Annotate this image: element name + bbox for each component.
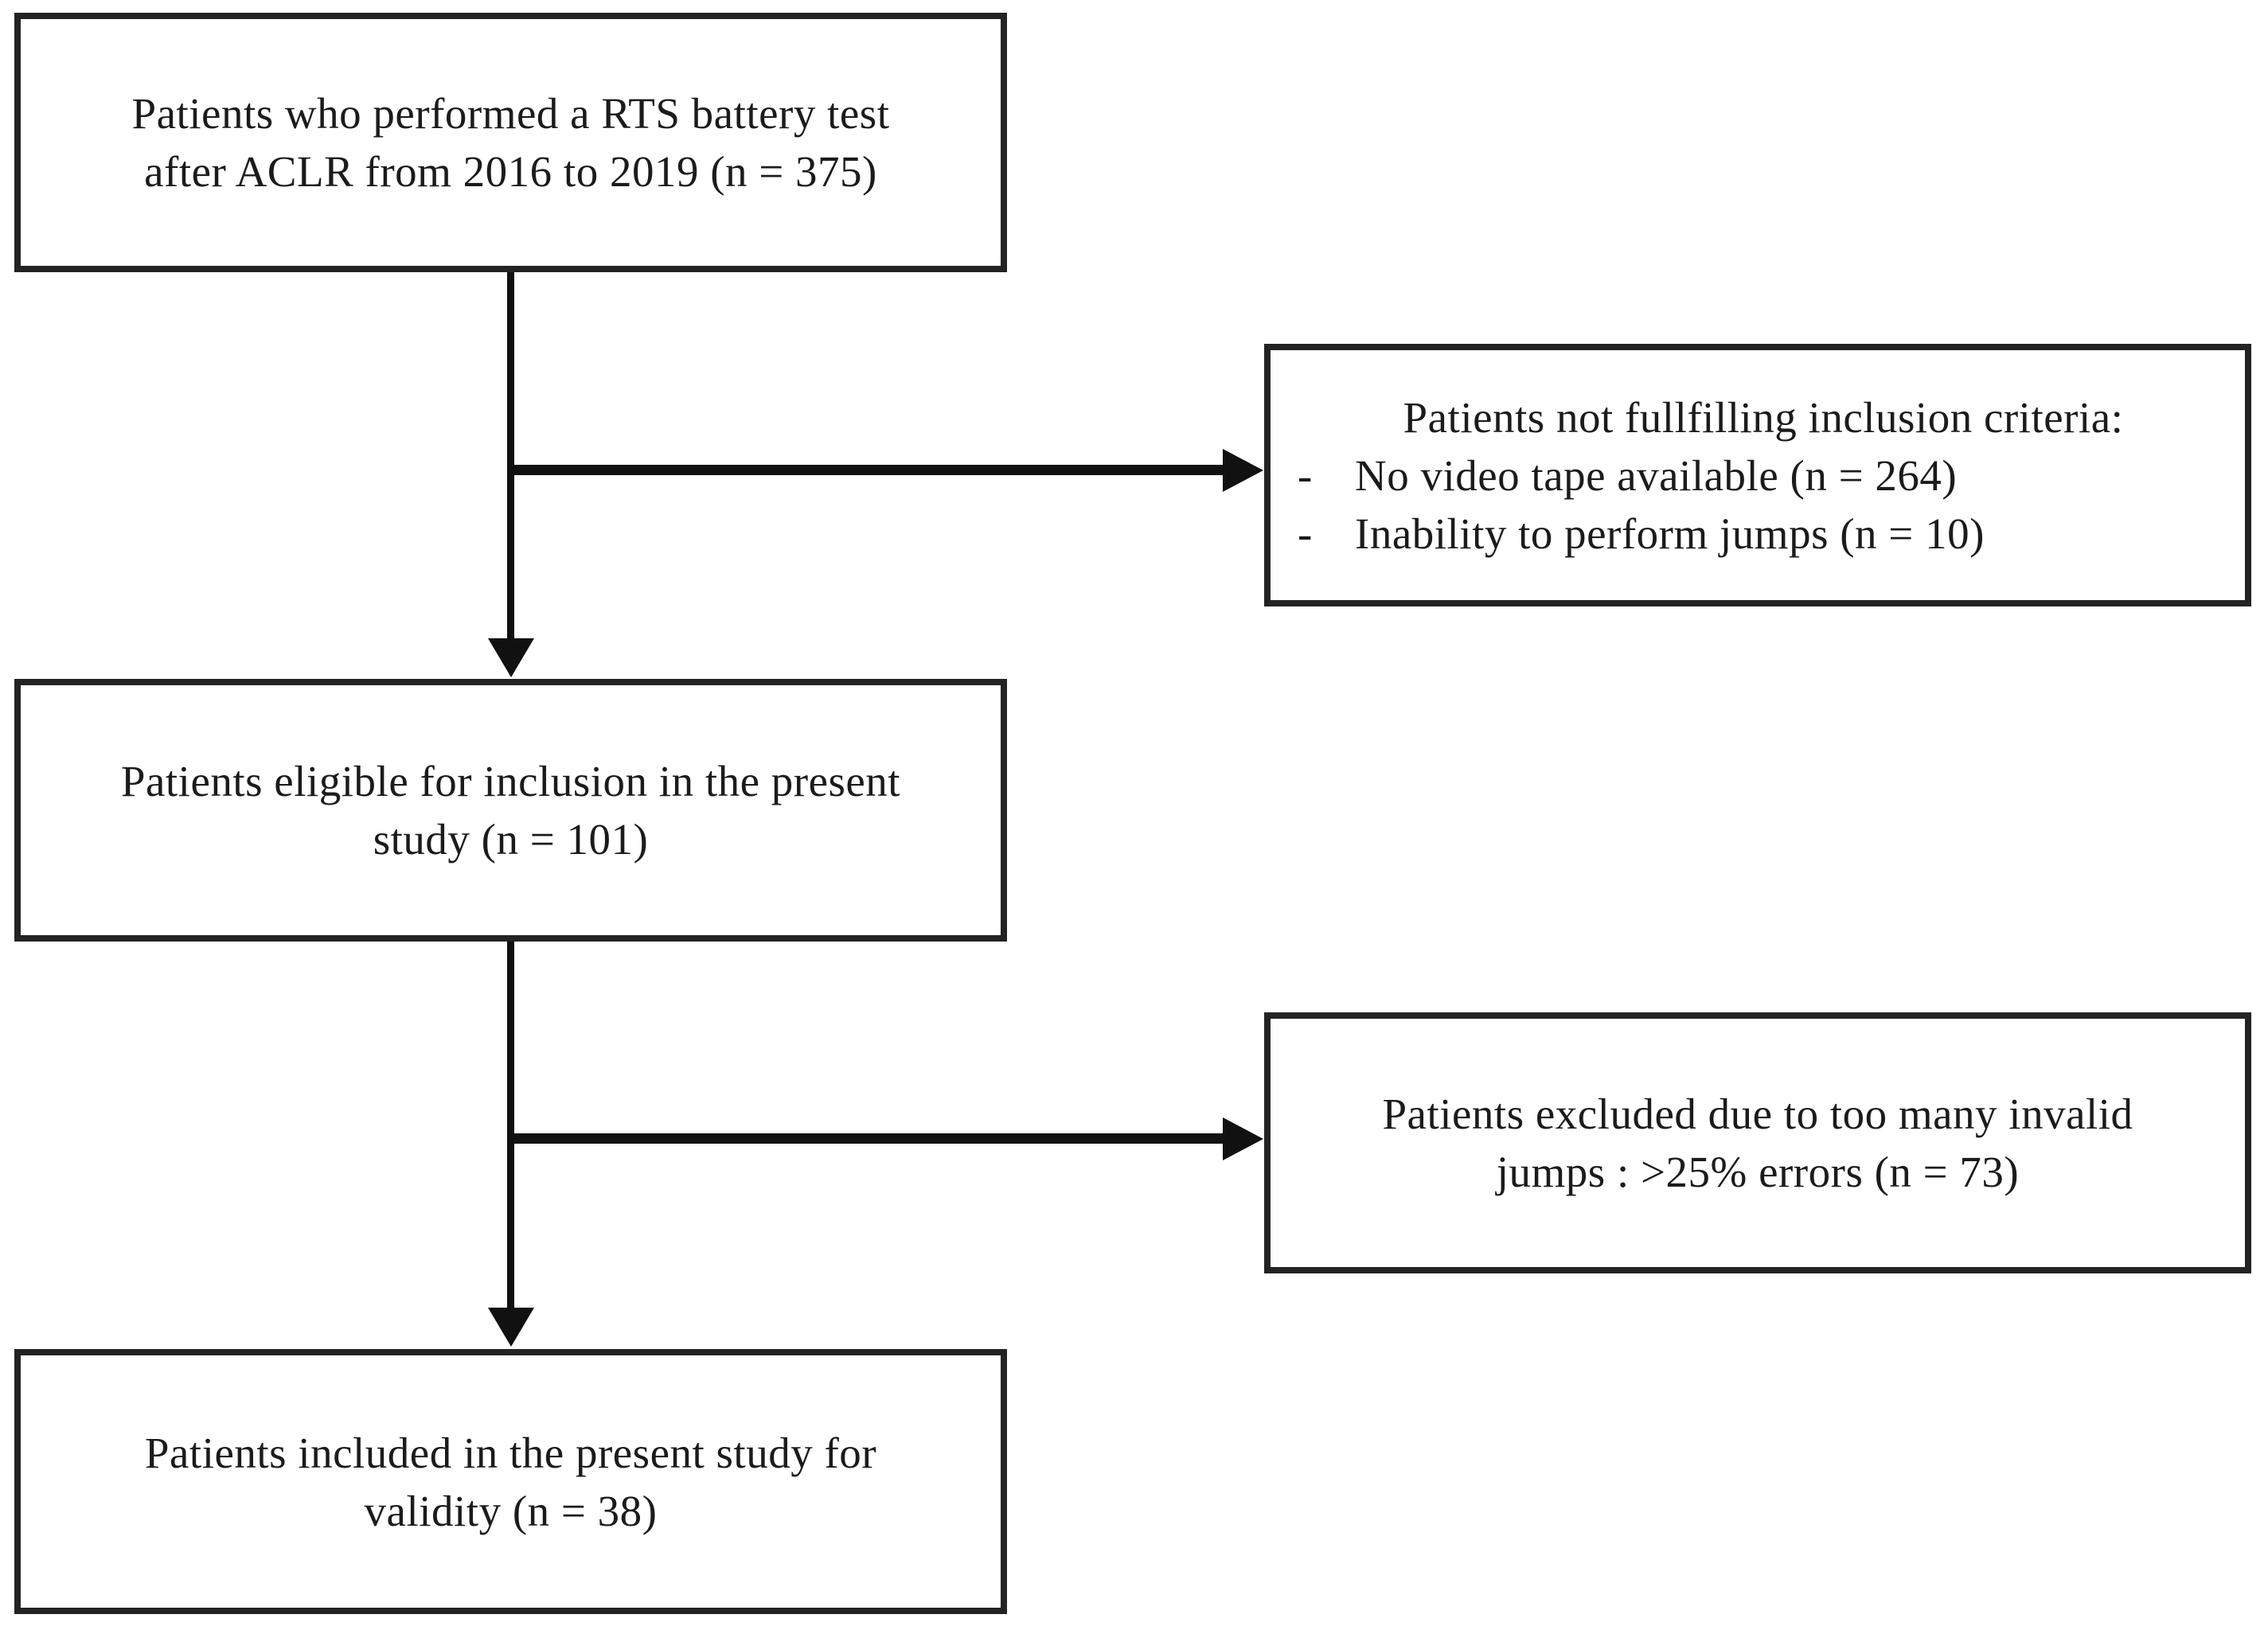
box-included-line2: validity (n = 38) <box>364 1486 658 1535</box>
box-eligible-line2: study (n = 101) <box>373 815 649 864</box>
arrowhead-down-icon <box>488 638 534 677</box>
exclusion-item: - No video tape available (n = 264) <box>1298 446 2229 505</box>
connector-eligible-to-included <box>507 942 514 1309</box>
bullet-dash: - <box>1298 450 1313 500</box>
exclusion-item: - Inability to perform jumps (n = 10) <box>1298 505 2229 563</box>
box-included-text: Patients included in the present study f… <box>21 1424 1001 1540</box>
box-start-line1: Patients who performed a RTS battery tes… <box>131 89 890 138</box>
box-start-line2: after ACLR from 2016 to 2019 (n = 375) <box>144 147 877 196</box>
box-included: Patients included in the present study f… <box>14 1349 1007 1614</box>
box-eligible: Patients eligible for inclusion in the p… <box>14 679 1007 942</box>
arrowhead-right-icon <box>1223 1117 1263 1160</box>
exclusion-item-text: No video tape available (n = 264) <box>1355 450 1958 500</box>
connector-branch-to-excluded-jumps <box>507 1133 1224 1144</box>
box-start-population: Patients who performed a RTS battery tes… <box>14 13 1007 272</box>
box-excluded-line1: Patients excluded due to too many invali… <box>1382 1090 2133 1138</box>
box-start-text: Patients who performed a RTS battery tes… <box>21 84 1001 201</box>
box-eligible-line1: Patients eligible for inclusion in the p… <box>120 757 901 805</box>
bullet-dash: - <box>1298 509 1313 558</box>
box-excluded-invalid-jumps: Patients excluded due to too many invali… <box>1264 1012 2251 1273</box>
box-included-line1: Patients included in the present study f… <box>144 1428 877 1477</box>
box-excluded-text: Patients excluded due to too many invali… <box>1271 1085 2245 1201</box>
exclusion-item-text: Inability to perform jumps (n = 10) <box>1355 509 1985 558</box>
box-excluded-line2: jumps : >25% errors (n = 73) <box>1496 1148 2020 1196</box>
arrowhead-down-icon <box>488 1308 534 1347</box>
connector-start-to-eligible <box>507 272 514 640</box>
box-exclusion-criteria-text: Patients not fullfilling inclusion crite… <box>1271 388 2245 563</box>
box-eligible-text: Patients eligible for inclusion in the p… <box>21 752 1001 868</box>
arrowhead-right-icon <box>1223 449 1263 492</box>
box-exclusion-criteria: Patients not fullfilling inclusion crite… <box>1264 344 2251 606</box>
connector-branch-to-exclusion-criteria <box>507 465 1224 475</box>
exclusion-title: Patients not fullfilling inclusion crite… <box>1403 392 2124 442</box>
